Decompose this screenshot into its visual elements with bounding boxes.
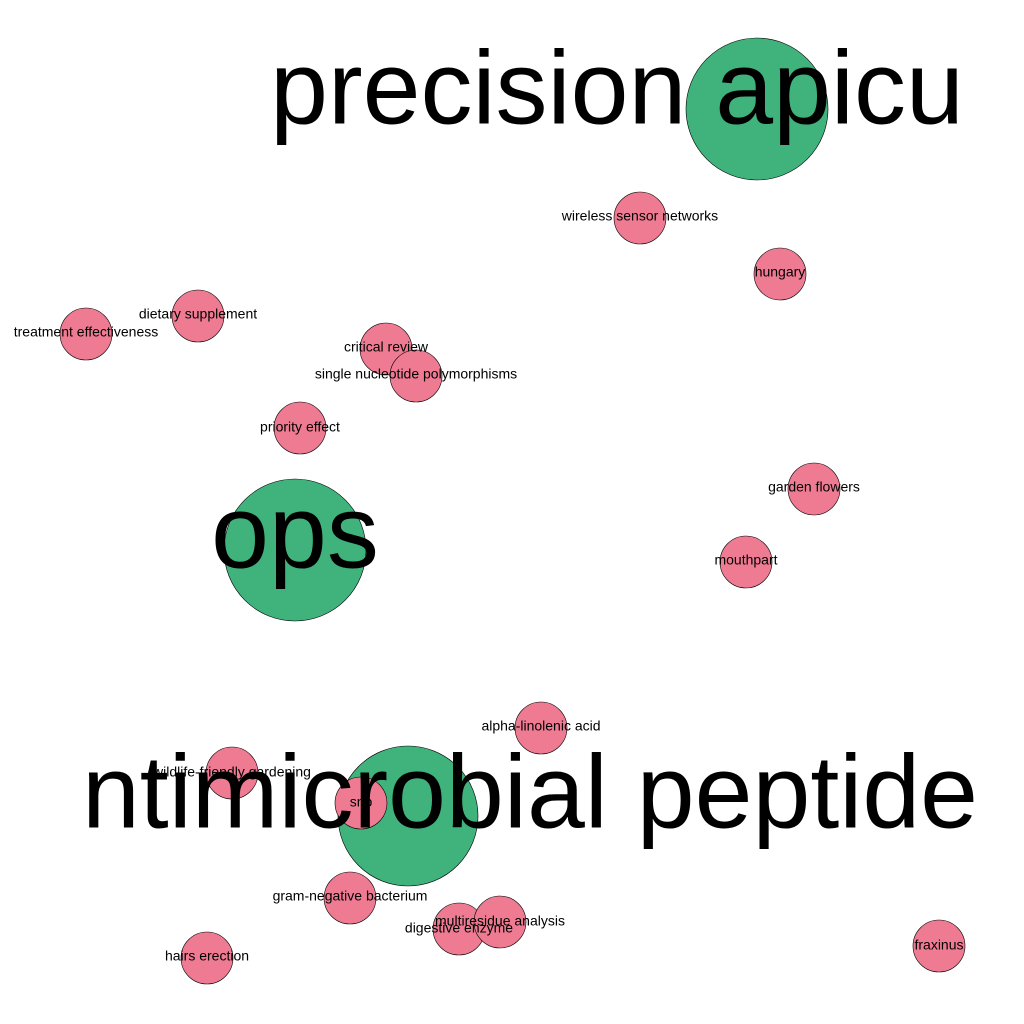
wireless-sensor-networks-node[interactable] — [613, 191, 667, 245]
hungary-label: hungary — [755, 264, 806, 280]
hairs-erection-node[interactable] — [180, 931, 234, 985]
precision-apiculture-hub-node[interactable] — [685, 37, 829, 181]
gram-negative-bacterium-label: gram-negative bacterium — [273, 888, 428, 904]
ops-hub-label: ops — [211, 474, 379, 590]
ops-hub-node[interactable] — [223, 478, 367, 622]
mouthpart-label: mouthpart — [714, 552, 777, 568]
treatment-effectiveness-node[interactable] — [59, 307, 113, 361]
digestive-enzyme-label: digestive enzyme — [405, 920, 513, 936]
fraxinus-node[interactable] — [912, 919, 966, 973]
antimicrobial-peptides-hub-label: ntimicrobial peptide — [82, 734, 978, 850]
gram-negative-bacterium-node[interactable] — [323, 871, 377, 925]
node-circles-layer — [59, 37, 966, 985]
mouthpart-node[interactable] — [719, 535, 773, 589]
priority-effect-label: priority effect — [260, 419, 340, 435]
priority-effect-node[interactable] — [273, 401, 327, 455]
single-nucleotide-polymorphisms-node[interactable] — [389, 349, 443, 403]
dietary-supplement-label: dietary supplement — [139, 306, 257, 322]
treatment-effectiveness-label: treatment effectiveness — [14, 324, 158, 340]
fraxinus-label: fraxinus — [914, 937, 963, 953]
multiresidue-analysis-node[interactable] — [473, 895, 527, 949]
alpha-linolenic-acid-label: alpha-linolenic acid — [481, 718, 600, 734]
wildlife-friendly-gardening-label: wildlife-friendly gardening — [152, 764, 311, 780]
hungary-node[interactable] — [753, 247, 807, 301]
snp-node[interactable] — [334, 776, 388, 830]
snp-label: snp — [350, 794, 373, 810]
alpha-linolenic-acid-node[interactable] — [514, 701, 568, 755]
single-nucleotide-polymorphisms-label: single nucleotide polymorphisms — [315, 366, 517, 382]
dietary-supplement-node[interactable] — [171, 289, 225, 343]
garden-flowers-node[interactable] — [787, 462, 841, 516]
wireless-sensor-networks-label: wireless sensor networks — [561, 208, 718, 224]
wildlife-friendly-gardening-node[interactable] — [205, 746, 259, 800]
garden-flowers-label: garden flowers — [768, 479, 860, 495]
precision-apiculture-hub-label: precision apicu — [270, 30, 964, 146]
hairs-erection-label: hairs erection — [165, 948, 249, 964]
multiresidue-analysis-label: multiresidue analysis — [435, 913, 565, 929]
critical-review-label: critical review — [344, 339, 429, 355]
